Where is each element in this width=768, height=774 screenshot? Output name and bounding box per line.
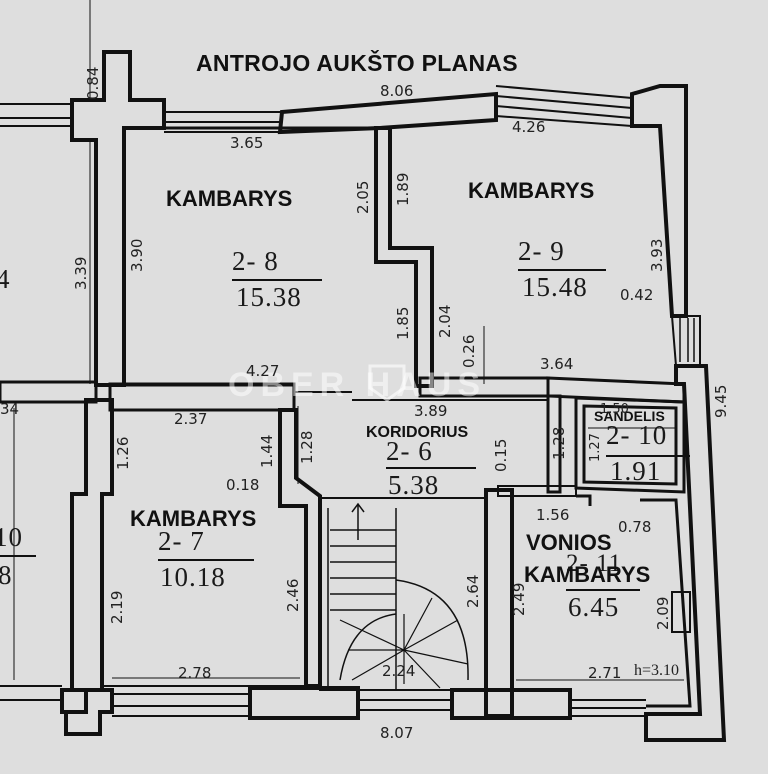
dim-2-04: 2.04 — [436, 304, 454, 338]
wall-south-left — [60, 688, 114, 736]
watermark-logo-icon — [368, 364, 406, 402]
room-2-10-name: SANDELIS — [594, 408, 665, 424]
dim-2-19: 2.19 — [108, 590, 126, 624]
dim-0-26: 0.26 — [460, 334, 478, 368]
watermark-text: OBER HAUS — [228, 366, 487, 404]
dim-2-46: 2.46 — [284, 578, 302, 612]
room-2-6-area: 5.38 — [388, 470, 440, 500]
wall-north-left — [70, 50, 166, 387]
room-2-6-id: 2- 6 — [386, 436, 433, 466]
dim-1-27: 1.27 — [588, 433, 603, 462]
dim-4-27: 4.27 — [246, 362, 280, 380]
wall-north-right — [630, 84, 688, 318]
room-2-8-name: KAMBARYS — [166, 186, 293, 211]
dim-4-26: 4.26 — [512, 118, 546, 136]
dim-3-93: 3.93 — [648, 238, 666, 272]
dim-0-84: 0.84 — [84, 66, 102, 100]
room-2-9-id: 2- 9 — [518, 236, 565, 266]
dim-1-50: 1.50 — [600, 402, 629, 417]
room-2-10-id: 2- 10 — [606, 420, 668, 450]
room-2-11-area: 6.45 — [568, 592, 620, 622]
dim-2-05: 2.05 — [354, 180, 372, 214]
dim-1-56: 1.56 — [536, 506, 570, 524]
dim-2-09: 2.09 — [654, 596, 672, 630]
dim-1-28-left: 1.28 — [298, 430, 316, 464]
dim-3-65: 3.65 — [230, 134, 264, 152]
wall-west-lower — [60, 398, 114, 714]
dim-0-42: 0.42 — [620, 286, 654, 304]
plan-title: ANTROJO AUKŠTO PLANAS — [196, 50, 518, 76]
dim-1-89: 1.89 — [394, 172, 412, 206]
dim-1-44: 1.44 — [258, 434, 276, 468]
dim-3-90: 3.90 — [128, 238, 146, 272]
dim-8-06: 8.06 — [380, 82, 414, 100]
room-2-11-id: 2- 11 — [566, 550, 623, 577]
room-2-8-area: 15.38 — [236, 282, 302, 312]
room-left-a-id: 4 — [0, 264, 11, 294]
dim-height: h=3.10 — [634, 662, 680, 679]
room-2-7-area: 10.18 — [160, 562, 226, 592]
dim-2-24: 2.24 — [382, 662, 416, 680]
dim-1-85: 1.85 — [394, 306, 412, 340]
room-2-6-name: KORIDORIUS — [366, 424, 469, 441]
room-2-10-area: 1.91 — [610, 456, 662, 486]
room-2-9-name: KAMBARYS — [468, 178, 595, 203]
dim-2-37: 2.37 — [174, 410, 208, 428]
dim-0-15: 0.15 — [492, 438, 510, 472]
dim-2-71: 2.71 — [588, 664, 622, 682]
dim-3-89: 3.89 — [414, 402, 448, 420]
dim-3-39: 3.39 — [72, 256, 90, 290]
dim-0-78: 0.78 — [618, 518, 652, 536]
dim-1-26: 1.26 — [114, 436, 132, 470]
room-2-7-name: KAMBARYS — [130, 506, 257, 531]
room-left-b-id: 10 — [0, 522, 23, 552]
dim-8-07: 8.07 — [380, 724, 414, 742]
room-2-11-name-line1: VONIOS — [526, 530, 612, 555]
dim-2-64: 2.64 — [464, 574, 482, 608]
room-2-9-area: 15.48 — [522, 272, 588, 302]
dim-34: 34 — [0, 400, 20, 418]
room-left-b-area: 8 — [0, 560, 13, 590]
dim-2-78: 2.78 — [178, 664, 212, 682]
dim-0-18: 0.18 — [226, 476, 260, 494]
dim-1-28-right: 1.28 — [550, 426, 568, 460]
room-2-7-id: 2- 7 — [158, 526, 205, 556]
dim-2-49: 2.49 — [510, 582, 528, 616]
room-2-11-name-line2: KAMBARYS — [524, 562, 651, 587]
room-2-8-id: 2- 8 — [232, 246, 279, 276]
dim-9-45: 9.45 — [712, 384, 730, 418]
dim-3-64: 3.64 — [540, 355, 574, 373]
